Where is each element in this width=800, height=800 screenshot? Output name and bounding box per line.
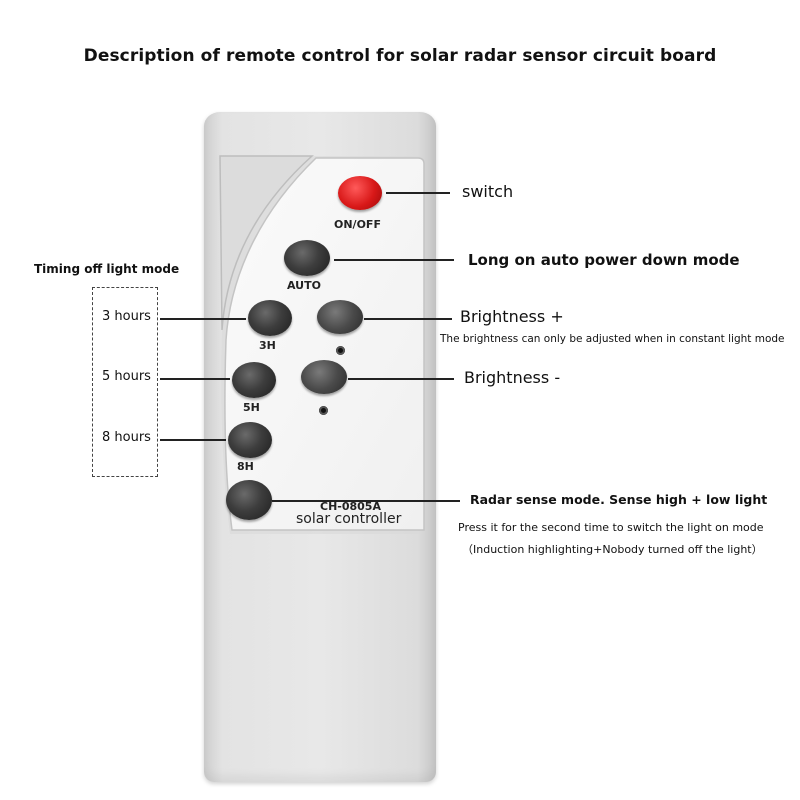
- callout-radar-note2: （Induction highlighting+Nobody turned of…: [462, 543, 763, 556]
- timing-3h: 3 hours: [102, 309, 151, 324]
- timing-5h: 5 hours: [102, 369, 151, 384]
- onoff-label: ON/OFF: [334, 218, 381, 231]
- page-title: Description of remote control for solar …: [83, 46, 717, 66]
- callout-brightness-plus: Brightness +: [460, 307, 564, 326]
- 5h-label: 5H: [243, 401, 260, 414]
- brand-label: solar controller: [296, 511, 402, 527]
- brightness-plus-button[interactable]: [317, 300, 363, 334]
- onoff-button[interactable]: [338, 176, 382, 210]
- callout-brightness-minus: Brightness -: [464, 368, 561, 387]
- 5h-button[interactable]: [232, 362, 276, 398]
- leader-8h: [160, 439, 226, 441]
- 3h-label: 3H: [259, 339, 276, 352]
- brightness-plus-dot: [336, 346, 345, 355]
- auto-label: AUTO: [287, 279, 321, 292]
- leader-auto: [334, 259, 454, 261]
- callout-auto: Long on auto power down mode: [468, 251, 740, 269]
- timing-heading: Timing off light mode: [34, 262, 180, 276]
- model-label: CH-0805A: [320, 500, 381, 513]
- callout-radar-note1: Press it for the second time to switch t…: [458, 521, 764, 534]
- radar-button[interactable]: [226, 480, 272, 520]
- leader-brightness-minus: [348, 378, 454, 380]
- 8h-button[interactable]: [228, 422, 272, 458]
- callout-radar: Radar sense mode. Sense high + low light: [470, 492, 768, 507]
- brightness-minus-dot: [319, 406, 328, 415]
- brightness-minus-button[interactable]: [301, 360, 347, 394]
- 8h-label: 8H: [237, 460, 254, 473]
- leader-5h: [160, 378, 230, 380]
- timing-8h: 8 hours: [102, 430, 151, 445]
- callout-switch: switch: [462, 182, 514, 201]
- leader-radar: [272, 500, 460, 502]
- 3h-button[interactable]: [248, 300, 292, 336]
- callout-brightness-plus-note: The brightness can only be adjusted when…: [440, 333, 785, 345]
- leader-switch: [386, 192, 450, 194]
- auto-button[interactable]: [284, 240, 330, 276]
- leader-3h: [160, 318, 246, 320]
- timing-dashed-box: [92, 287, 158, 477]
- leader-brightness-plus: [364, 318, 452, 320]
